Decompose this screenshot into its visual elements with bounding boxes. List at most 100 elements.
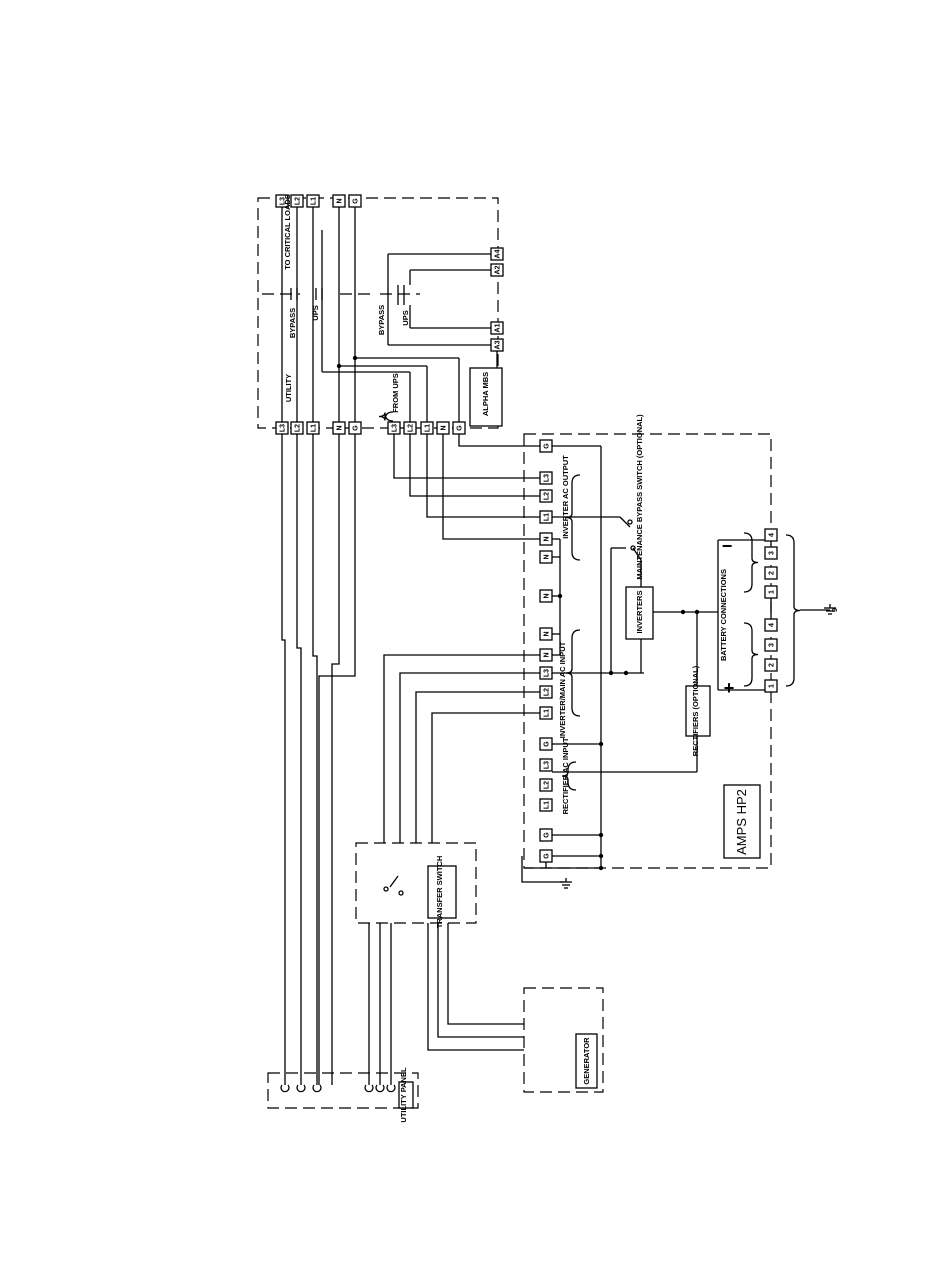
terminal-box bbox=[764, 528, 778, 542]
label-utility-panel: UTILITY PANEL bbox=[399, 1067, 408, 1123]
wire bbox=[389, 875, 399, 888]
terminal-b2: 2 bbox=[764, 566, 778, 580]
terminal-label: G bbox=[457, 425, 464, 431]
terminal-box bbox=[332, 194, 346, 208]
terminal-label: A2 bbox=[495, 265, 502, 274]
terminal-N: N bbox=[539, 589, 553, 603]
terminal-box bbox=[539, 471, 553, 485]
terminal-label: L3 bbox=[280, 424, 287, 432]
terminal-label: 1 bbox=[769, 590, 776, 594]
terminal-box bbox=[436, 421, 450, 435]
terminal-b1: 1 bbox=[764, 679, 778, 693]
terminal-L3: L3 bbox=[275, 421, 289, 435]
junction-dot bbox=[598, 741, 604, 747]
terminal-N: N bbox=[539, 532, 553, 546]
junction-dot bbox=[598, 853, 604, 859]
terminal-N: N bbox=[332, 421, 346, 435]
terminal-label: N bbox=[544, 631, 551, 636]
terminal-label: N bbox=[544, 652, 551, 657]
terminal-L2: L2 bbox=[290, 421, 304, 435]
terminal-label: L3 bbox=[392, 424, 399, 432]
terminal-label: G bbox=[544, 832, 551, 838]
terminal-L1: L1 bbox=[306, 194, 320, 208]
terminal-G: G bbox=[539, 439, 553, 453]
wire bbox=[431, 712, 543, 843]
junction-dot bbox=[680, 609, 686, 615]
terminal-label: L2 bbox=[295, 424, 302, 432]
terminal-label: L2 bbox=[544, 492, 551, 500]
wire bbox=[437, 923, 524, 1038]
terminal-L2: L2 bbox=[539, 489, 553, 503]
terminal-box bbox=[490, 263, 504, 277]
terminal-label: G bbox=[544, 741, 551, 747]
terminal-b2: 2 bbox=[764, 658, 778, 672]
terminal-box bbox=[332, 421, 346, 435]
terminal-L1: L1 bbox=[539, 510, 553, 524]
terminal-L2: L2 bbox=[539, 685, 553, 699]
terminal-box bbox=[539, 828, 553, 842]
terminal-L3: L3 bbox=[539, 758, 553, 772]
wire bbox=[399, 672, 543, 843]
breaker-arc bbox=[280, 1084, 290, 1093]
wire bbox=[318, 434, 356, 1085]
label-bypass-top: BYPASS bbox=[288, 308, 297, 338]
terminal-label: L2 bbox=[408, 424, 415, 432]
wire bbox=[458, 434, 543, 447]
terminal-box bbox=[539, 798, 553, 812]
wire bbox=[619, 516, 631, 528]
transfer-switch-box bbox=[427, 865, 457, 919]
terminal-box bbox=[539, 648, 553, 662]
wire bbox=[296, 434, 302, 1085]
label-bypass-mbs: BYPASS bbox=[377, 305, 386, 335]
terminal-box bbox=[539, 439, 553, 453]
terminal-label: L1 bbox=[544, 513, 551, 521]
wire bbox=[426, 434, 543, 518]
terminal-box bbox=[348, 421, 362, 435]
critical-loads-panel bbox=[257, 197, 499, 429]
terminal-box bbox=[539, 706, 553, 720]
transfer-switch-enclosure bbox=[355, 842, 477, 924]
terminal-label: L1 bbox=[311, 197, 318, 205]
contact-point bbox=[398, 890, 404, 896]
terminal-box bbox=[764, 566, 778, 580]
terminal-L2: L2 bbox=[290, 194, 304, 208]
terminal-L3: L3 bbox=[539, 666, 553, 680]
terminal-label: 4 bbox=[769, 623, 776, 627]
terminal-label: L3 bbox=[544, 761, 551, 769]
terminal-L1: L1 bbox=[420, 421, 434, 435]
inverters-box bbox=[625, 586, 654, 640]
label-maintenance-bypass: MAINTENANCE BYPASS SWITCH (OPTIONAL) bbox=[635, 414, 644, 580]
terminal-label: 2 bbox=[769, 571, 776, 575]
label-to-critical-loads: TO CRITICAL LOADS bbox=[283, 194, 292, 270]
terminal-G: G bbox=[539, 737, 553, 751]
terminal-box bbox=[420, 421, 434, 435]
utility-panel-enclosure bbox=[267, 1072, 419, 1109]
terminal-b4: 4 bbox=[764, 528, 778, 542]
terminal-label: G bbox=[544, 443, 551, 449]
terminal-label: G bbox=[353, 198, 360, 204]
terminal-label: L2 bbox=[544, 688, 551, 696]
terminal-label: N bbox=[544, 536, 551, 541]
terminal-A3: A3 bbox=[490, 338, 504, 352]
generator-box bbox=[575, 1033, 598, 1089]
rectifiers-box bbox=[685, 685, 711, 737]
terminal-box bbox=[275, 421, 289, 435]
terminal-box bbox=[539, 666, 553, 680]
terminal-box bbox=[348, 194, 362, 208]
terminal-box bbox=[764, 658, 778, 672]
terminal-N: N bbox=[539, 648, 553, 662]
terminal-label: N bbox=[337, 198, 344, 203]
terminal-box bbox=[539, 532, 553, 546]
wire bbox=[427, 923, 524, 1051]
terminal-N: N bbox=[332, 194, 346, 208]
terminal-N: N bbox=[436, 421, 450, 435]
terminal-L1: L1 bbox=[539, 706, 553, 720]
terminal-box bbox=[764, 585, 778, 599]
contact-point bbox=[627, 519, 633, 525]
terminal-b1: 1 bbox=[764, 585, 778, 599]
breaker-arc bbox=[312, 1084, 322, 1093]
terminal-A1: A1 bbox=[490, 321, 504, 335]
label-battery-connections: BATTERY CONNECTIONS bbox=[719, 569, 728, 661]
